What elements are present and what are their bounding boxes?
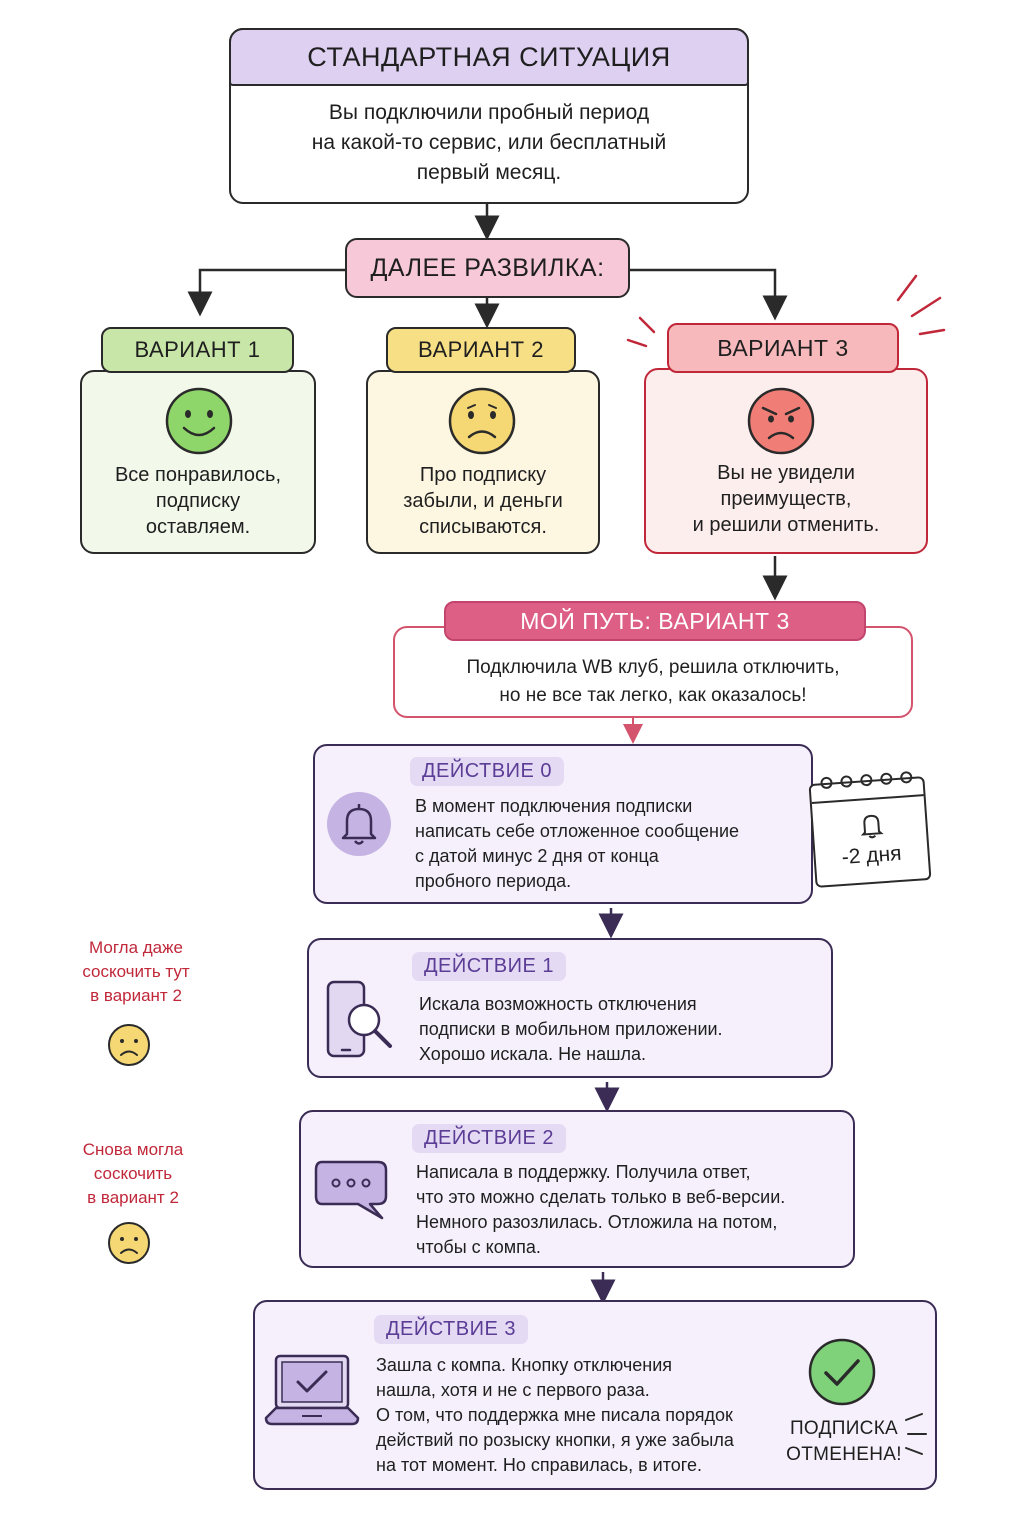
action-0-text: В момент подключения подписки написать с… [415,796,740,891]
variant-3-title: ВАРИАНТ 3 [667,323,899,373]
action-1-label: ДЕЙСТВИЕ 1 [412,952,566,981]
laptop-check-icon [264,1354,360,1426]
emphasis-lines-icon [905,1413,927,1455]
action-3-text: Зашла с компа. Кнопку отключения нашла, … [376,1355,734,1475]
happy-face-icon [165,387,233,455]
action-2-card [299,1110,855,1268]
variant-1-text: Все понравилось, подписку оставляем. [114,464,282,538]
bell-icon [327,792,391,856]
standard-situation-text: Вы подключили пробный период на какой-то… [311,101,667,184]
my-path-title: МОЙ ПУТЬ: ВАРИАНТ 3 [444,601,866,641]
alert-burst-icon [626,274,946,348]
sad-face-icon [448,387,516,455]
variant-1-title: ВАРИАНТ 1 [101,327,294,373]
action-2-label: ДЕЙСТВИЕ 2 [412,1124,566,1153]
action-1-text: Искала возможность отключения подписки в… [419,994,723,1064]
my-path-box [393,626,913,718]
variant-2-card [366,370,600,554]
check-circle-icon [808,1338,876,1406]
standard-situation-title: СТАНДАРТНАЯ СИТУАЦИЯ [229,28,749,86]
side-note-1: Могла даже соскочить тут в вариант 2 [82,938,190,1005]
variant-2-title: ВАРИАНТ 2 [386,327,576,373]
small-bell-icon [860,814,884,839]
action-0-label: ДЕЙСТВИЕ 0 [410,757,564,786]
angry-face-icon [747,387,815,455]
calendar-icon: -2 дня [808,771,932,888]
fork-label: ДАЛЕЕ РАЗВИЛКА: [345,238,630,298]
side-note-1-sad-face-icon [108,1024,150,1066]
action-2-text: Написала в поддержку. Получила ответ, чт… [416,1162,786,1257]
chat-bubble-icon [314,1160,388,1220]
variant-2-text: Про подписку забыли, и деньги списываютс… [403,464,563,538]
variant-3-text: Вы не увидели преимуществ, и решили отме… [692,462,880,536]
action-1-card [307,938,833,1078]
phone-search-icon [326,980,392,1058]
side-note-2: Снова могла соскочить в вариант 2 [82,1140,184,1207]
side-note-2-sad-face-icon [108,1222,150,1264]
my-path-text: Подключила WB клуб, решила отключить, но… [466,657,840,706]
action-3-label: ДЕЙСТВИЕ 3 [374,1315,528,1344]
subscription-cancelled-text: ПОДПИСКА ОТМЕНЕНА! [786,1418,902,1465]
calendar-text: -2 дня [841,841,903,869]
calendar-rings-icon [820,771,913,789]
variant-1-card [80,370,316,554]
